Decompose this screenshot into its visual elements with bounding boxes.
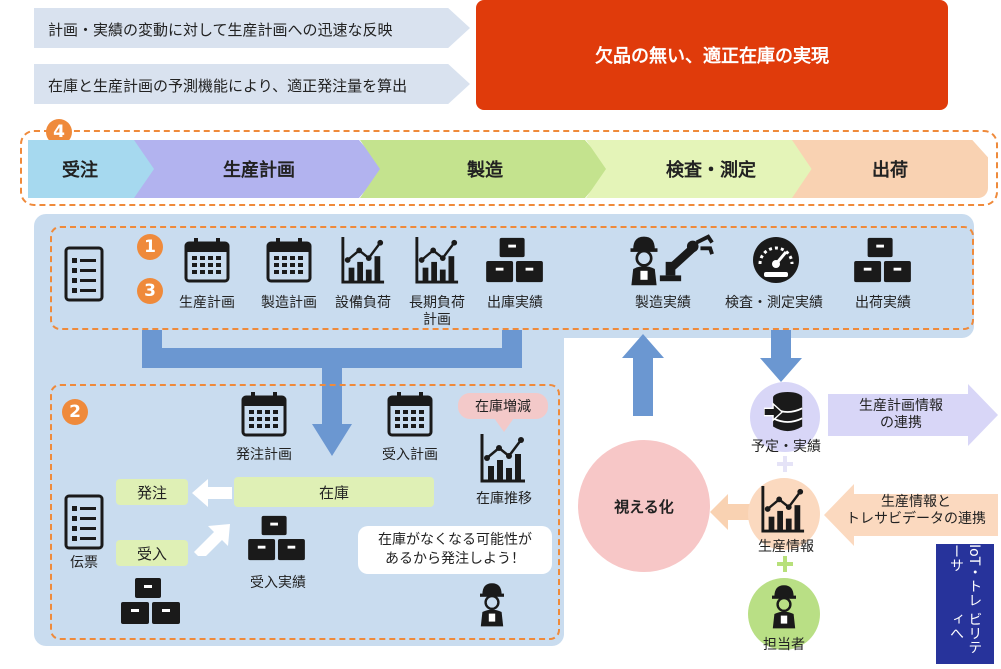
stock-change-label: 在庫増減 (475, 399, 531, 415)
link-plan-text: 生産計画情報 の連携 (836, 398, 966, 432)
order-bar: 発注 (116, 479, 188, 505)
plus-icon-1 (777, 456, 793, 472)
down-arrow-database (760, 330, 802, 382)
label-order-plan: 発注計画 (236, 447, 292, 463)
worker-icon (768, 582, 800, 630)
process-step-order-label: 受注 (62, 160, 98, 181)
up-arrow-visualize (622, 334, 664, 416)
label-receive-record: 受入実績 (250, 575, 306, 591)
person-label: 担当者 (763, 637, 805, 653)
step-number-1: 1 (137, 234, 163, 260)
inventory-bar: 在庫 (234, 477, 434, 507)
process-step-inspection-label: 検査・測定 (666, 160, 756, 181)
calendar-icon (183, 236, 231, 284)
iot-text: IoT・トレーサ ビリティへ (936, 544, 994, 664)
process-step-shipping-label: 出荷 (872, 160, 908, 181)
top-arrow-2: 在庫と生産計画の予測機能により、適正発注量を算出 (34, 64, 470, 104)
label-long-term-load-plan: 計画 (423, 312, 451, 328)
receive-label: 受入 (136, 544, 167, 563)
goal-label: 欠品の無い、適正在庫の実現 (595, 46, 829, 67)
speech-line-1: 在庫がなくなる可能性が (378, 532, 532, 549)
label-production-plan: 生産計画 (179, 295, 235, 311)
label-shipment-record: 出庫実績 (487, 295, 543, 311)
link-plan-line-1: 生産計画情報 (859, 398, 943, 414)
top-arrow-1-label: 計画・実績の変動に対して生産計画への迅速な反映 (48, 21, 393, 39)
iot-line-2: ビリティへ (948, 611, 983, 654)
inventory-label: 在庫 (318, 483, 349, 502)
label-slip: 伝票 (70, 555, 98, 571)
production-info-circle (748, 478, 820, 550)
document-icon (64, 246, 104, 302)
boxes-icon (484, 236, 546, 286)
plus-icon-2 (777, 556, 793, 572)
link-arrow-plan (828, 384, 998, 446)
link-plan-line-2: の連携 (880, 414, 922, 431)
boxes-icon (246, 514, 308, 564)
visualize-circle (578, 440, 710, 572)
production-info-label: 生産情報 (758, 539, 814, 555)
step-number-2: 2 (62, 399, 88, 425)
label-shipping-record: 出荷実績 (855, 295, 911, 311)
speech-line-2: あるから発注しよう！ (385, 551, 525, 567)
link-production-text: 生産情報と トレサビデータの連携 (834, 494, 998, 528)
left-arrow-visualize (710, 494, 754, 530)
calendar-icon (265, 236, 313, 284)
bar-line-chart-icon (760, 484, 806, 534)
process-step-shipping: 出荷 (792, 140, 988, 198)
bar-line-chart-icon (478, 432, 528, 484)
label-long-term-load: 長期負荷 (409, 295, 465, 311)
robot-arm-icon (656, 232, 714, 284)
label-manufacturing-plan: 製造計画 (261, 295, 317, 311)
left-arrow-order (192, 479, 232, 507)
label-equipment-load: 設備負荷 (335, 295, 391, 311)
calendar-icon (240, 390, 288, 438)
stock-change-arrow (494, 418, 514, 432)
process-flow: 4 受注 生産計画 製造 検査・測定 出荷 (20, 119, 998, 206)
order-label: 発注 (136, 483, 167, 502)
bar-line-chart-icon (340, 234, 386, 286)
document-icon (64, 494, 104, 550)
iot-line-1: IoT・トレーサ (948, 544, 983, 608)
section-2-box (50, 384, 560, 640)
goal-box: 欠品の無い、適正在庫の実現 (476, 0, 948, 110)
section-1-box (50, 226, 974, 330)
down-arrow-center (312, 366, 352, 456)
visualize-label: 視える化 (614, 498, 674, 516)
iot-box (936, 544, 994, 664)
label-receive-plan: 受入計画 (382, 447, 438, 463)
link-production-line-2: トレサビデータの連携 (846, 510, 986, 527)
process-step-planning: 生産計画 (134, 140, 384, 198)
speech-bubble: 在庫がなくなる可能性が あるから発注しよう！ (358, 526, 552, 574)
connector-horizontal (142, 348, 522, 368)
top-arrow-2-label: 在庫と生産計画の予測機能により、適正発注量を算出 (48, 77, 408, 95)
database-icon (764, 390, 804, 434)
top-arrow-1: 計画・実績の変動に対して生産計画への迅速な反映 (34, 8, 470, 48)
process-step-manufacturing: 製造 (360, 140, 610, 198)
step-number-3: 3 (137, 278, 163, 304)
boxes-icon (852, 236, 914, 286)
process-step-inspection: 検査・測定 (586, 140, 836, 198)
process-step-manufacturing-label: 製造 (467, 160, 503, 181)
label-stock-trend: 在庫推移 (476, 491, 532, 507)
process-step-order: 受注 (28, 140, 156, 198)
up-right-arrow-receive (194, 524, 230, 556)
calendar-icon (386, 390, 434, 438)
process-step-planning-label: 生産計画 (223, 160, 295, 181)
worker-icon (476, 578, 508, 630)
bar-line-chart-icon (414, 234, 460, 286)
schedule-label: 予定・実績 (751, 439, 821, 455)
gauge-icon (750, 234, 802, 286)
label-inspection-record: 検査・測定実績 (725, 295, 823, 311)
link-arrow-production (824, 484, 998, 546)
boxes-icon (118, 576, 184, 628)
link-production-line-1: 生産情報と (881, 494, 951, 510)
receive-bar: 受入 (116, 540, 188, 566)
stock-change-tag: 在庫増減 (458, 393, 548, 419)
label-manufacturing-record: 製造実績 (635, 295, 691, 311)
